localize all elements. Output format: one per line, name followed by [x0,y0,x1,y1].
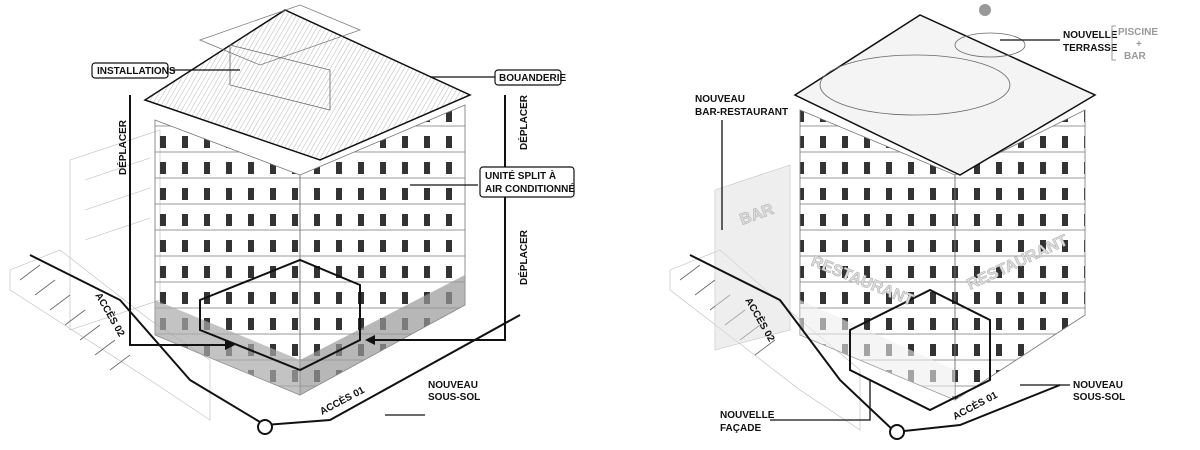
right-building [793,4,1097,412]
split-unit-label-2: AIR CONDITIONNÉ [485,182,575,195]
split-unit-callout: UNITÉ SPLIT À AIR CONDITIONNÉ [479,166,575,198]
facade-label-2: FAÇADE [720,423,761,434]
terrasse-label-1: NOUVELLE [1063,30,1118,41]
hatched-roof [143,9,472,161]
left-building [143,4,472,396]
entrance-marker-icon [257,419,273,435]
entrance-marker-icon [889,424,905,440]
installations-callout: INSTALLATIONS [91,62,176,79]
roof-terrace [793,14,1097,176]
leader-lines [721,39,1070,421]
right-diagram: RESTAURANT RESTAURANT BAR NOUVEAU BAR-RE… [669,4,1158,440]
bracket [1111,25,1116,61]
plus-label: + [1136,39,1142,50]
bar-label: BAR [1124,51,1146,62]
tree-icon [979,4,991,16]
bar-resto-label-1: NOUVEAU [695,94,745,105]
deplacer-label-2: DÉPLACER [517,94,530,150]
sous-sol-label-2: SOUS-SOL [428,392,480,403]
bouanderie-callout: BOUANDERIE [494,69,567,86]
facade-label-1: NOUVELLE [720,410,775,421]
deplacer-label-3: DÉPLACER [517,229,530,285]
sous-sol-label-2: SOUS-SOL [1073,392,1125,403]
split-unit-label-1: UNITÉ SPLIT À [485,169,556,182]
piscine-label: PISCINE [1118,27,1158,38]
installations-label: INSTALLATIONS [97,66,176,77]
pool-icon [954,32,1026,58]
sous-sol-label-1: NOUVEAU [1073,380,1123,391]
access-path [29,254,521,435]
sous-sol-label-1: NOUVEAU [428,380,478,391]
acces-02-label: ACCÈS 02 [92,290,128,339]
left-diagram: INSTALLATIONS BOUANDERIE UNITÉ SPLIT À A… [9,4,575,435]
bar-resto-label-2: BAR-RESTAURANT [695,107,788,118]
terrasse-label-2: TERRASSE [1063,43,1118,54]
access-path [689,254,1061,440]
deplacer-label-1: DÉPLACER [116,119,129,175]
bouanderie-label: BOUANDERIE [499,73,567,84]
